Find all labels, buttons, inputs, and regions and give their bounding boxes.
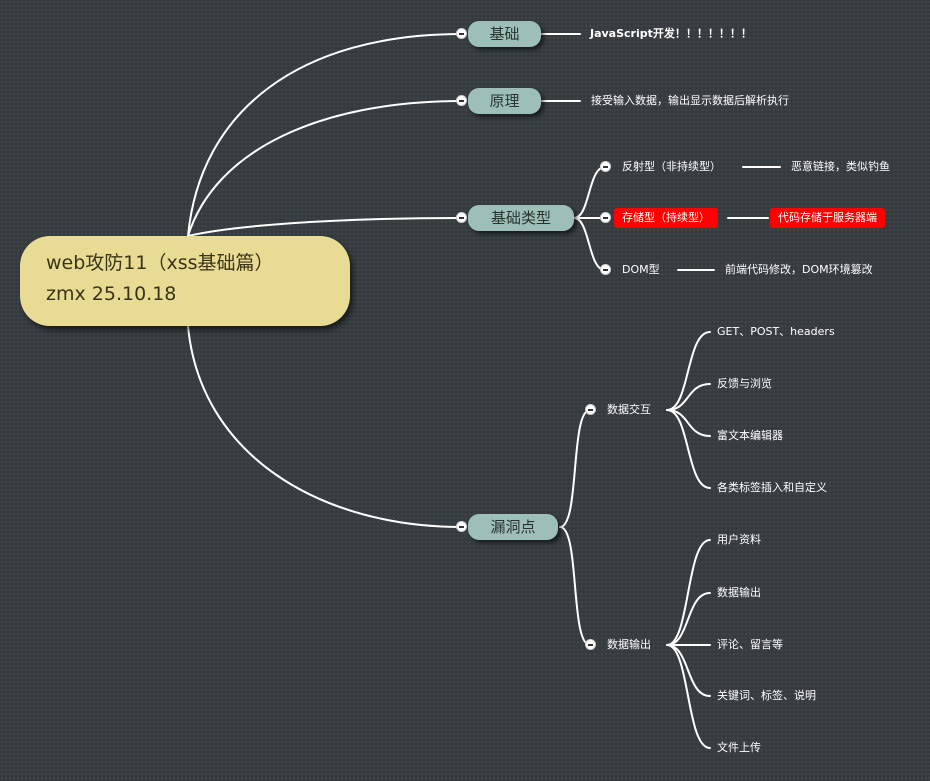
root-title: web攻防11（xss基础篇） <box>46 252 274 274</box>
connector-vulns-interaction <box>559 409 591 528</box>
branch-vulns[interactable]: 漏洞点 <box>468 514 558 540</box>
branch-basics[interactable]: 基础 <box>468 21 541 47</box>
type-dom[interactable]: DOM型 <box>622 263 660 276</box>
type-stored[interactable]: 存储型（持续型） <box>614 208 718 228</box>
connector-root-principle <box>187 100 463 237</box>
branch-types[interactable]: 基础类型 <box>468 205 574 231</box>
output-item[interactable]: 关键词、标签、说明 <box>717 689 816 702</box>
connector-root-basics <box>187 33 463 237</box>
connector-interaction-item-3 <box>666 409 711 437</box>
basics-note[interactable]: JavaScript开发！！！！！！！ <box>590 27 752 40</box>
collapse-principle-icon[interactable] <box>456 95 467 106</box>
collapse-output-icon[interactable] <box>585 639 596 650</box>
output-item[interactable]: 用户资料 <box>717 533 761 546</box>
reflected-note[interactable]: 恶意链接，类似钓鱼 <box>791 160 890 173</box>
collapse-interaction-icon[interactable] <box>585 404 596 415</box>
connector-interaction-item-2 <box>666 383 711 411</box>
output-item[interactable]: 评论、留言等 <box>717 638 783 651</box>
connector-output-item-5 <box>666 644 711 749</box>
output-item[interactable]: 数据输出 <box>717 586 761 599</box>
collapse-stored-icon[interactable] <box>600 212 611 223</box>
connector-root-vulns <box>187 325 463 528</box>
collapse-vulns-icon[interactable] <box>456 521 467 532</box>
principle-note[interactable]: 接受输入数据，输出显示数据后解析执行 <box>591 94 789 107</box>
collapse-reflected-icon[interactable] <box>600 161 611 172</box>
connector-types-dom <box>573 217 606 271</box>
connector-vulns-output <box>559 526 591 646</box>
connector-output-item-1 <box>666 539 711 646</box>
collapse-dom-icon[interactable] <box>600 264 611 275</box>
dom-note[interactable]: 前端代码修改，DOM环境篡改 <box>725 263 873 276</box>
interaction-item[interactable]: GET、POST、headers <box>717 325 835 338</box>
type-reflected[interactable]: 反射型（非持续型） <box>622 160 721 173</box>
stored-note[interactable]: 代码存储于服务器端 <box>770 208 885 228</box>
vuln-interaction[interactable]: 数据交互 <box>607 403 651 416</box>
root-author-date: zmx 25.10.18 <box>46 283 177 305</box>
branch-principle[interactable]: 原理 <box>468 88 541 114</box>
interaction-item[interactable]: 各类标签插入和自定义 <box>717 481 827 494</box>
interaction-item[interactable]: 反馈与浏览 <box>717 377 772 390</box>
vuln-output[interactable]: 数据输出 <box>607 638 651 651</box>
connector-types-reflected <box>573 166 606 219</box>
connector-output-item-4 <box>666 644 711 697</box>
connector-root-types <box>187 217 463 237</box>
collapse-basics-icon[interactable] <box>456 28 467 39</box>
output-item[interactable]: 文件上传 <box>717 741 761 754</box>
root-node[interactable]: web攻防11（xss基础篇） zmx 25.10.18 <box>20 236 350 326</box>
connector-interaction-item-1 <box>666 331 711 411</box>
connector-interaction-item-4 <box>666 409 711 489</box>
collapse-types-icon[interactable] <box>456 212 467 223</box>
interaction-item[interactable]: 富文本编辑器 <box>717 429 783 442</box>
connector-output-item-2 <box>666 592 711 646</box>
